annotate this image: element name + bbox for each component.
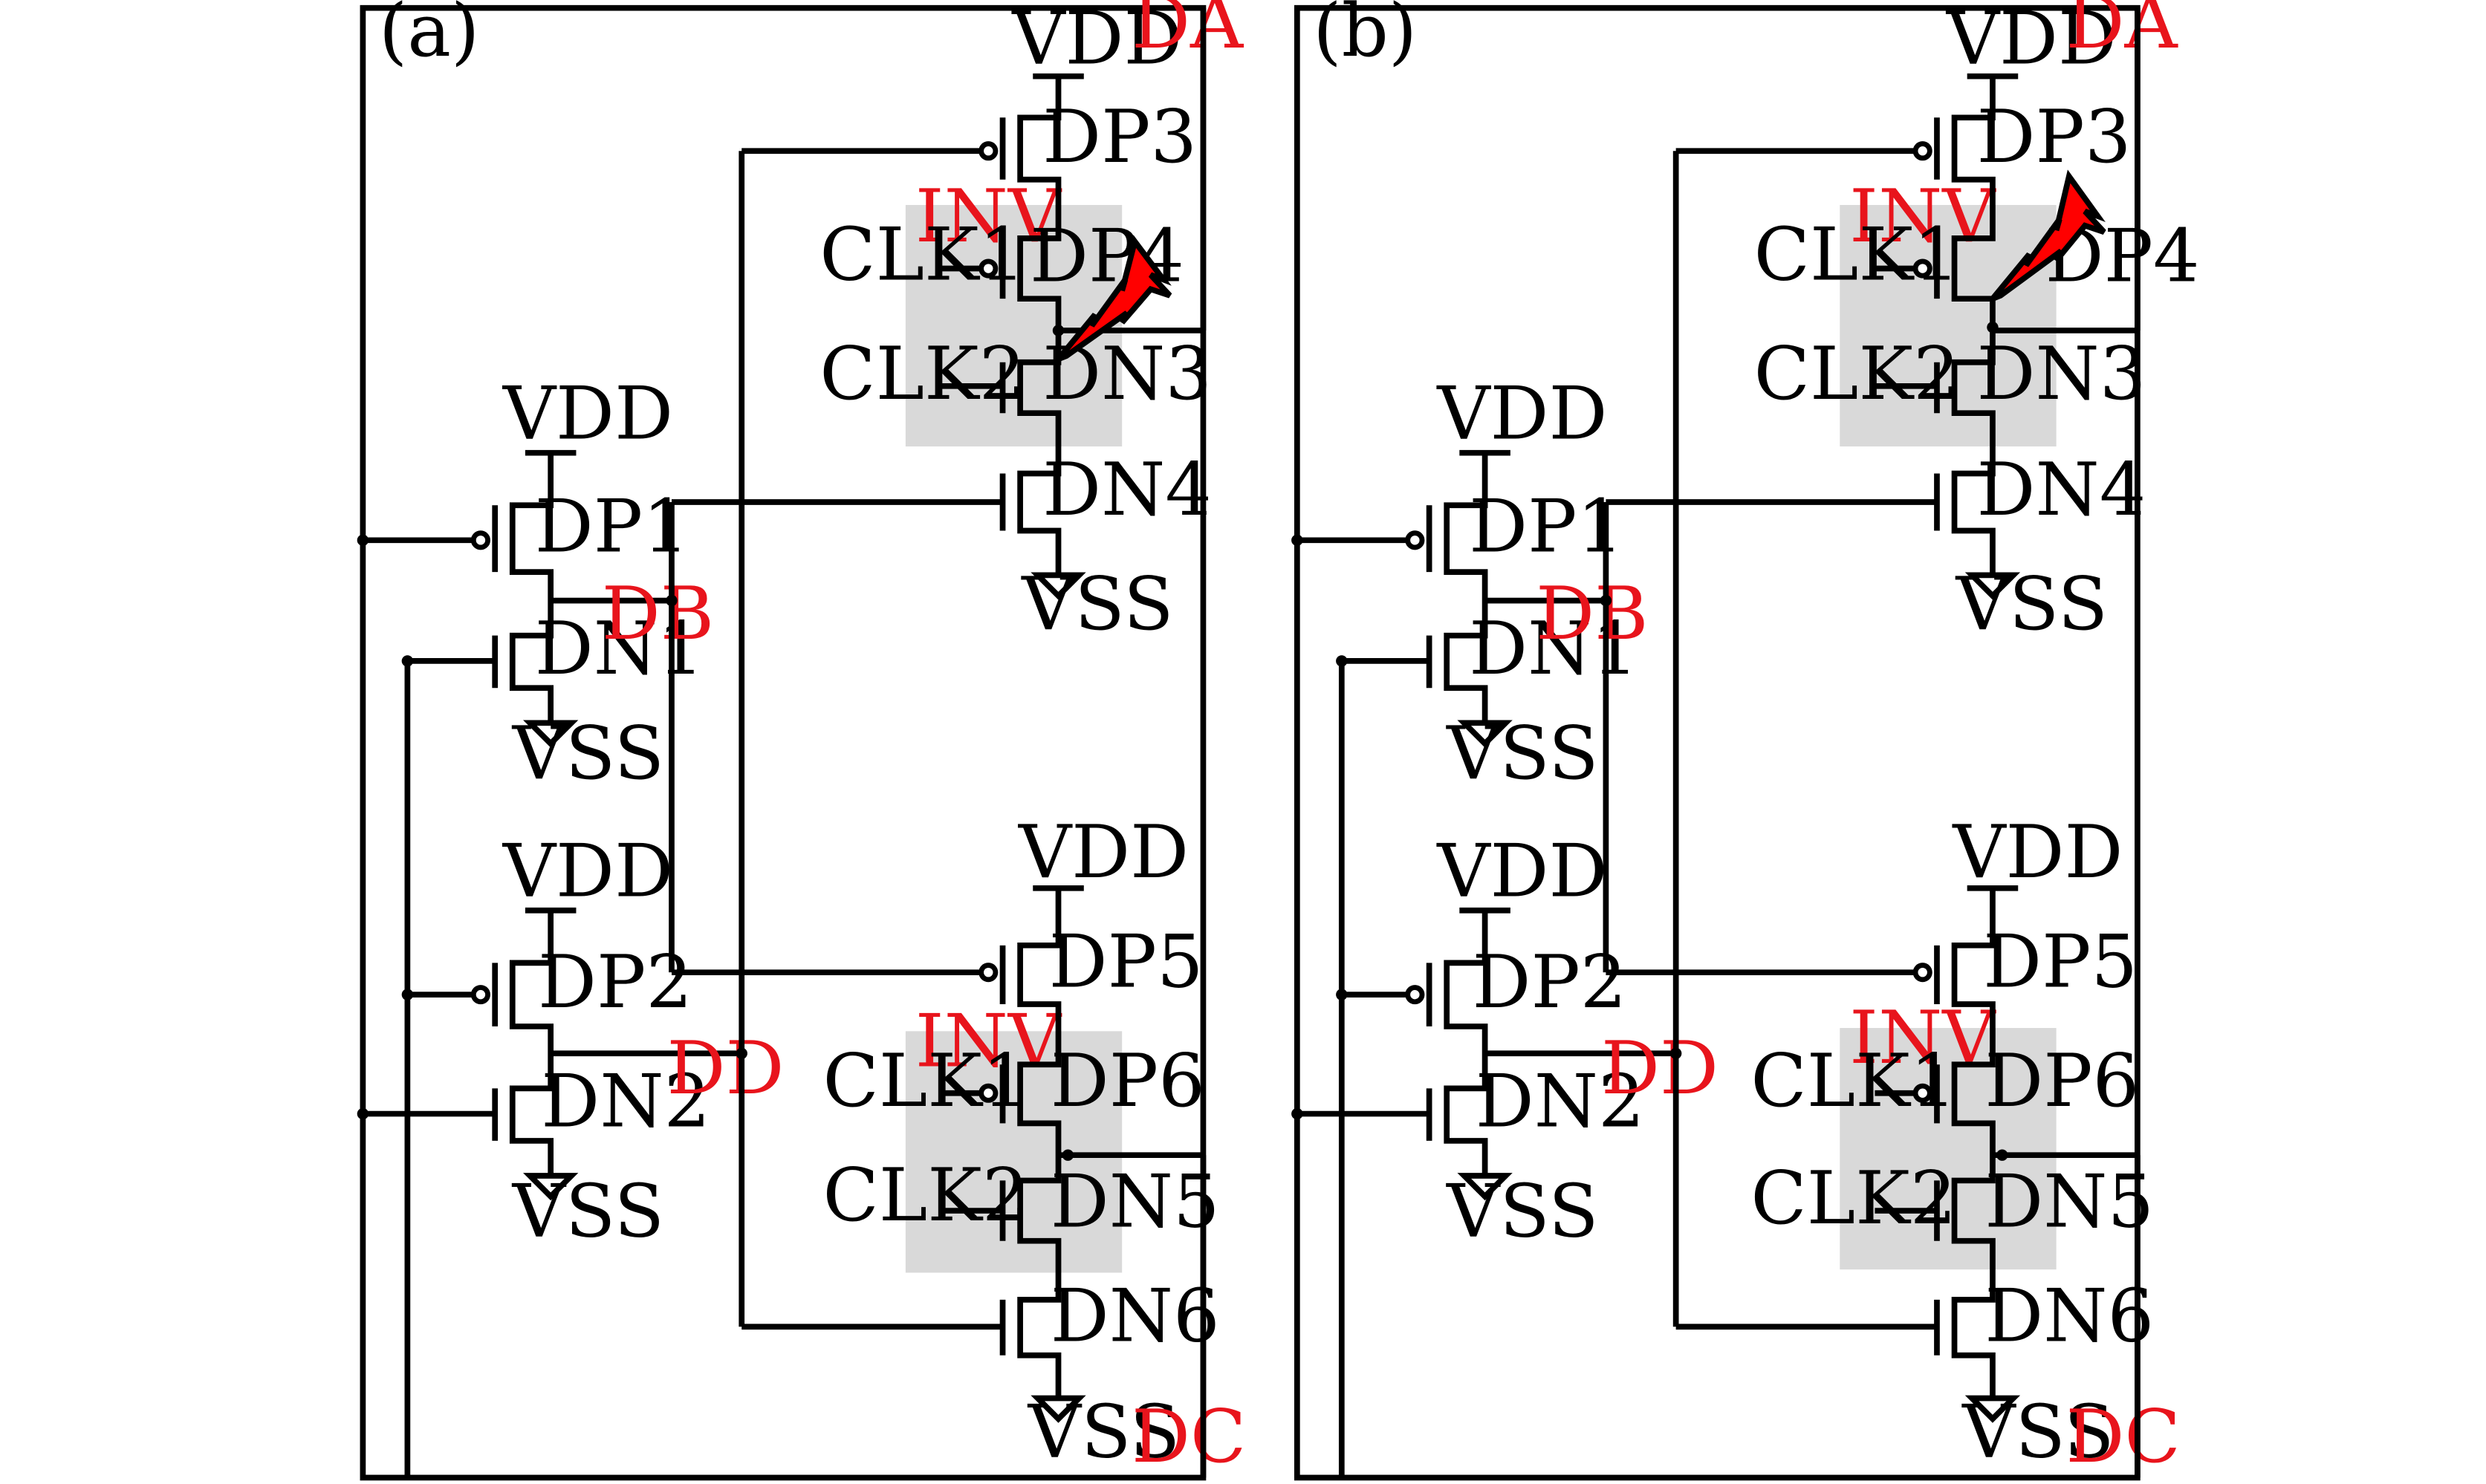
inverter-region-bottom (1840, 1028, 2057, 1270)
pmos-bubble-dp3 (1912, 141, 1932, 161)
dn4-label: DN4 (1042, 448, 1212, 533)
vss-label: VSS (1021, 562, 1173, 647)
inv-label-bottom: INV (915, 999, 1062, 1084)
vdd-label: VDD (1436, 371, 1607, 456)
clk2-label: CLK2 (1750, 1156, 1956, 1241)
vdd-label: VDD (1018, 810, 1189, 895)
vdd-label: VDD (1011, 0, 1182, 82)
dp1-label: DP1 (535, 484, 689, 569)
vss-label: VSS (512, 1169, 664, 1254)
stack-top: VDD DP3 DP4 DN3 DN4 VSS CLK1 CLK2 DA (1606, 0, 2200, 647)
clk1-label: CLK1 (820, 213, 1025, 298)
dn5-label: DN5 (1051, 1160, 1220, 1245)
inverter-dp1-dn1: VDD DP1 DN1 VSS DB (1296, 371, 1649, 796)
ground-triangle-icon (523, 1173, 579, 1201)
dp5-label: DP5 (1049, 920, 1204, 1004)
node-db-label: DB (1536, 572, 1648, 657)
dn4-label: DN4 (1977, 448, 2146, 533)
panel-b: (b) INV INV VDD DP1 DN1 VSS DB (1291, 0, 2200, 1481)
inverter-dp2-dn2: VDD DP2 DN2 VSS DD (363, 830, 785, 1254)
dn6-label: DN6 (1051, 1275, 1220, 1359)
panel-a-frame (360, 4, 1207, 1481)
dn6-label: DN6 (1984, 1275, 2154, 1359)
ground-triangle-icon (523, 720, 579, 748)
dn2-label: DN2 (1476, 1060, 1645, 1145)
pmos-bubble-dp5 (1912, 963, 1932, 983)
panel-b-tag: (b) (1313, 0, 1417, 74)
ground-triangle-icon (1457, 1173, 1513, 1201)
vss-label: VSS (1961, 1390, 2114, 1475)
clk1-label: CLK1 (822, 1039, 1028, 1124)
dn5-label: DN5 (1984, 1160, 2154, 1245)
node-dc-label: DC (2065, 1395, 2180, 1480)
pmos-bubble-dp1 (1405, 530, 1425, 550)
panel-a-tag: (a) (379, 0, 480, 74)
pmos-bubble-dp5 (979, 963, 999, 983)
clk1-label: CLK1 (1754, 213, 1960, 298)
node-da-label: DA (1132, 0, 1244, 65)
pmos-bubble-dp1 (470, 530, 490, 550)
dp6-label: DP6 (1051, 1039, 1205, 1124)
ground-triangle-icon (1031, 572, 1086, 600)
clk2-label: CLK2 (820, 332, 1025, 417)
node-dd-label: DD (667, 1026, 785, 1111)
vdd-label: VDD (1946, 0, 2117, 82)
clk2-label: CLK2 (822, 1153, 1028, 1238)
vss-label: VSS (1446, 712, 1598, 796)
lightning-bolt-icon (1056, 235, 1172, 362)
interconnect-wires (404, 7, 1207, 1478)
dp3-label: DP3 (1042, 95, 1197, 180)
vss-label: VSS (512, 712, 664, 796)
dp2-label: DP2 (538, 940, 692, 1025)
junction-dots (357, 325, 1074, 1161)
vss-label: VSS (1028, 1390, 1180, 1475)
dp1-label: DP1 (1469, 484, 1623, 569)
dn3-label: DN3 (1977, 332, 2146, 417)
inverter-dp2-dn2: VDD DP2 DN2 VSS DD (1296, 830, 1719, 1254)
vdd-label: VDD (502, 371, 673, 456)
node-da-label: DA (2065, 0, 2178, 65)
ground-triangle-icon (1031, 1395, 1086, 1423)
inverter-dp1-dn1: VDD DP1 DN1 VSS DB (363, 371, 714, 796)
stack-bottom: VDD DP5 DP6 DN5 DN6 VSS CLK1 CLK2 DC (1606, 810, 2181, 1480)
vss-label: VSS (1956, 562, 2108, 647)
ground-triangle-icon (1457, 720, 1513, 748)
panel-a: (a) INV INV VDD DP1 DN1 VSS DB (357, 0, 1246, 1481)
node-dc-label: DC (1132, 1395, 1246, 1480)
pmos-bubble-dp3 (979, 141, 999, 161)
panel-b-frame (1294, 4, 2141, 1481)
inv-label-top: INV (1849, 175, 1996, 259)
node-dd-label: DD (1601, 1026, 1719, 1111)
vdd-label: VDD (1952, 810, 2123, 895)
inv-label-top: INV (915, 175, 1062, 259)
dp2-label: DP2 (1472, 940, 1626, 1025)
dn2-label: DN2 (541, 1060, 710, 1145)
node-db-label: DB (602, 572, 714, 657)
dp6-label: DP6 (1984, 1039, 2139, 1124)
clk1-label: CLK1 (1750, 1039, 1956, 1124)
dn1-label: DN1 (535, 607, 704, 691)
vdd-label: VDD (502, 830, 673, 914)
inverter-region-bottom (905, 1031, 1123, 1273)
junction-dots (1291, 321, 2008, 1161)
dp3-label: DP3 (1977, 95, 2132, 180)
inverter-region-top (1840, 204, 2057, 447)
ground-triangle-icon (1964, 1395, 2021, 1423)
stack-bottom: VDD DP5 DP6 DN5 DN6 VSS CLK1 CLK2 DC (671, 810, 1246, 1480)
interconnect-wires (1338, 7, 2141, 1478)
vdd-label: VDD (1436, 830, 1607, 914)
pmos-bubble-dp2 (470, 985, 490, 1005)
vss-label: VSS (1446, 1169, 1598, 1254)
ground-triangle-icon (1964, 572, 2021, 600)
dp5-label: DP5 (1983, 920, 2138, 1004)
dn1-label: DN1 (1469, 607, 1638, 691)
pmos-bubble-dp2 (1405, 985, 1425, 1005)
clk2-label: CLK2 (1754, 332, 1960, 417)
lightning-bolt-icon (1990, 169, 2106, 302)
